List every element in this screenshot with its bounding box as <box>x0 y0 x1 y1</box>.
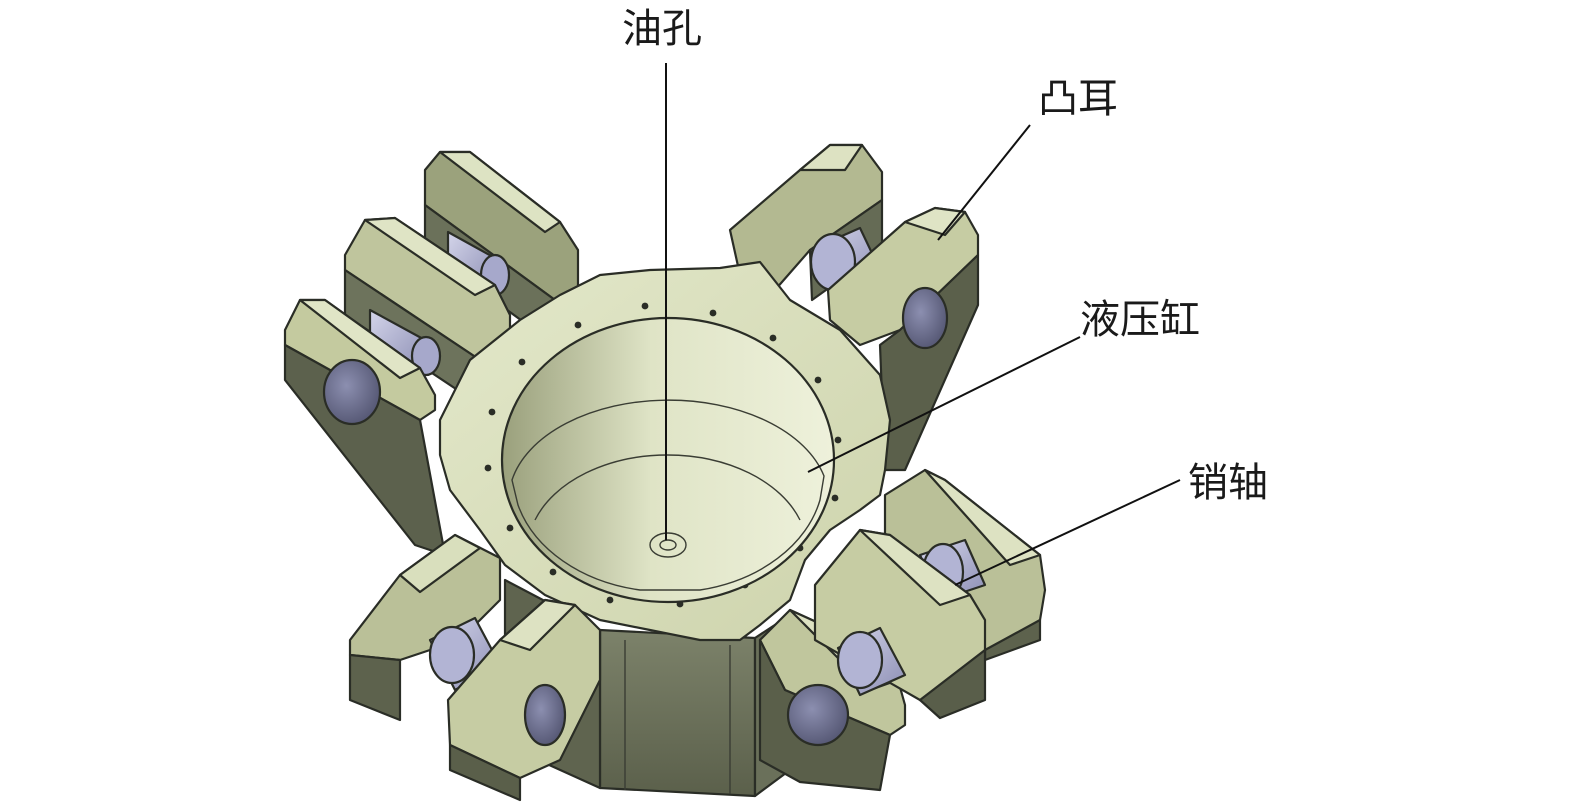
pin-hole-front-left <box>523 683 567 747</box>
label-pin: 销轴 <box>1188 460 1268 506</box>
callout-pin: 销轴 <box>954 460 1268 586</box>
label-lug: 凸耳 <box>1038 76 1118 122</box>
label-cylinder: 液压缸 <box>1080 297 1200 343</box>
callout-oil-hole: 油孔 <box>622 6 702 540</box>
pin-hole-front-right <box>786 683 850 747</box>
label-oil-hole: 油孔 <box>622 6 702 52</box>
callout-cylinder: 液压缸 <box>807 297 1200 473</box>
lug-left-outer <box>283 298 447 557</box>
callout-lug: 凸耳 <box>937 76 1118 241</box>
cylinder-bore <box>500 316 836 604</box>
pin-hole-left <box>322 358 382 426</box>
lug-pair-back-left <box>343 150 580 407</box>
lug-pair-back-right <box>728 143 980 472</box>
pin-right-lower <box>836 626 907 697</box>
pin-hole-right <box>901 286 949 350</box>
lug-pair-right <box>813 468 1047 720</box>
lug-pair-front-left <box>348 533 602 802</box>
